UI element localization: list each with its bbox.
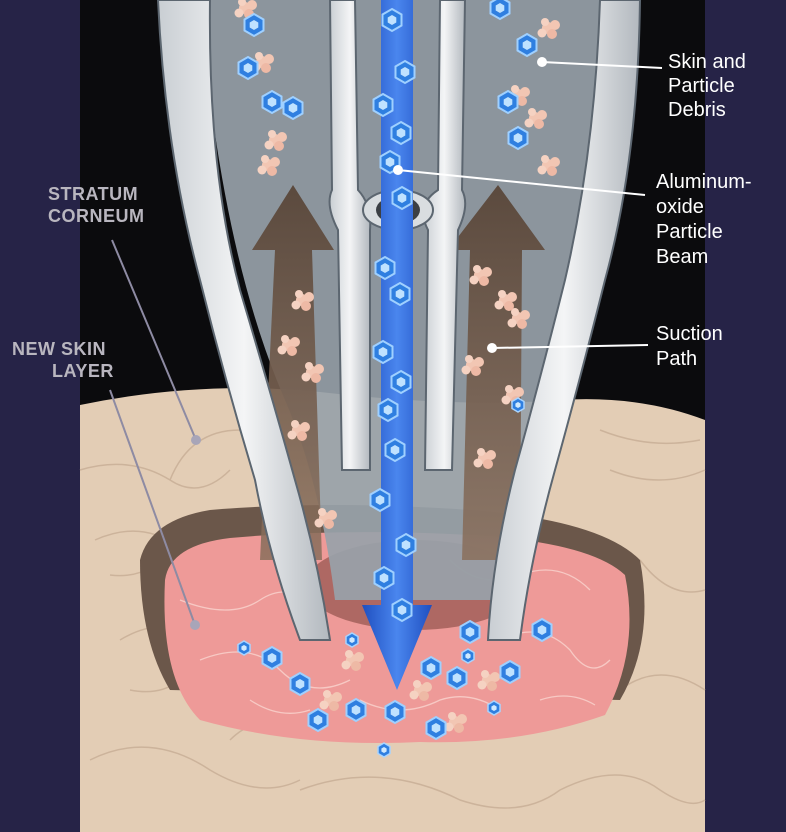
label-suction-path-line1: Suction [656, 323, 723, 345]
particle-beam [362, 0, 432, 690]
label-skin-debris-line3: Debris [668, 99, 726, 121]
label-suction-path-line2: Path [656, 348, 697, 370]
label-aluminum-beam-line1: Aluminum- [656, 171, 752, 193]
label-new-skin-layer-line2: LAYER [52, 361, 114, 381]
label-new-skin-layer: NEW SKIN LAYER [12, 339, 114, 381]
outer-tube-left [156, 0, 332, 641]
leader-lines [109, 57, 663, 630]
label-skin-debris: Skin and Particle Debris [668, 51, 746, 121]
label-aluminum-beam-line4: Beam [656, 246, 708, 268]
outer-tube-right [486, 0, 642, 641]
label-skin-debris-line2: Particle [668, 75, 735, 97]
label-suction-path: Suction Path [656, 323, 723, 370]
label-skin-debris-line1: Skin and [668, 51, 746, 73]
label-new-skin-layer-line1: NEW SKIN [12, 339, 106, 359]
label-stratum-corneum-line1: STRATUM [48, 184, 138, 204]
label-stratum-corneum: STRATUM CORNEUM [48, 184, 145, 226]
label-aluminum-beam-line3: Particle [656, 221, 723, 243]
label-aluminum-beam-line2: oxide [656, 196, 704, 218]
label-aluminum-beam: Aluminum- oxide Particle Beam [656, 171, 752, 268]
label-stratum-corneum-line2: CORNEUM [48, 206, 145, 226]
